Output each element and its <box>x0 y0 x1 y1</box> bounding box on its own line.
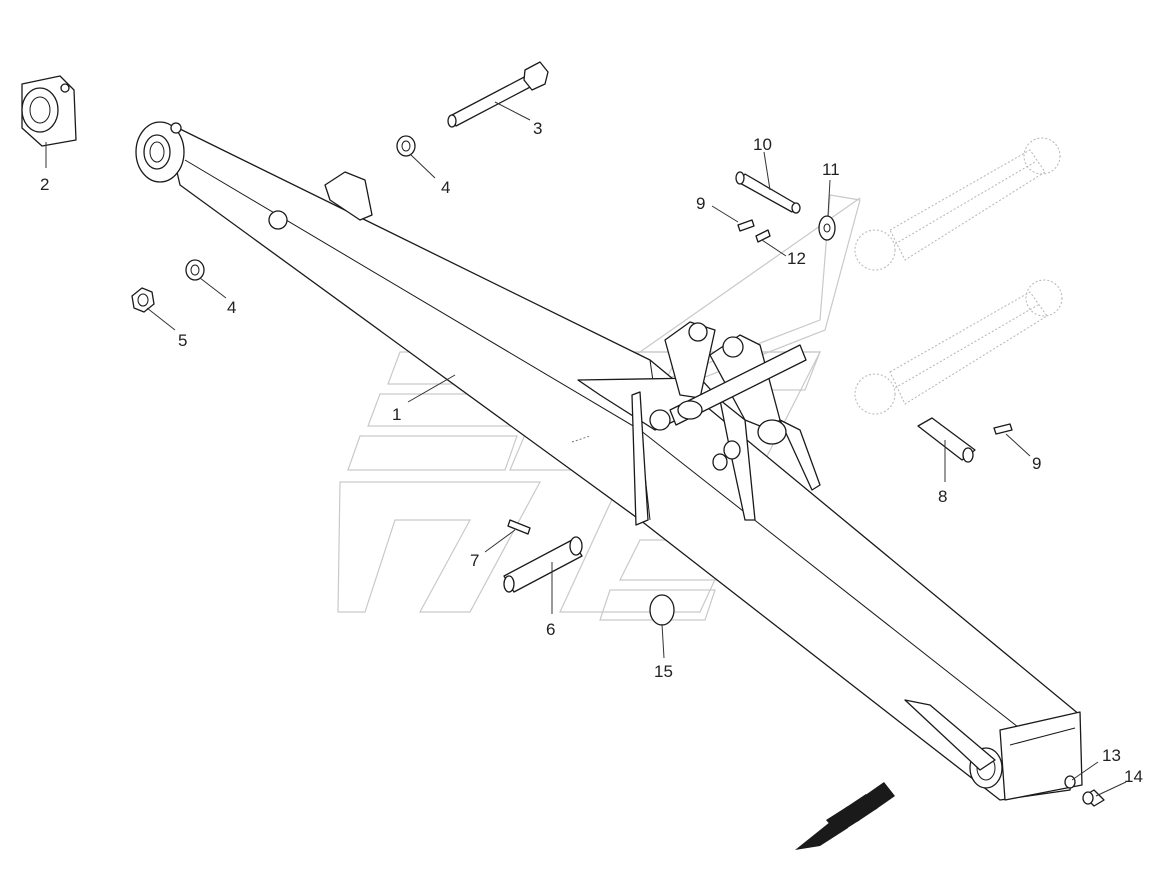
callout-10: 10 <box>753 135 772 154</box>
pin-large <box>503 536 583 593</box>
cotter-pin-7 <box>507 519 531 535</box>
callout-14: 14 <box>1124 767 1143 786</box>
nut <box>131 287 155 313</box>
callout-4-lower: 4 <box>227 298 236 317</box>
cotter-pin-9a <box>737 219 755 232</box>
callout-9-lower: 9 <box>1032 454 1041 473</box>
callout-labels: 1 2 3 4 4 5 6 7 8 9 9 10 11 12 13 14 15 <box>40 119 1143 786</box>
callout-4-upper: 4 <box>441 178 450 197</box>
callout-13: 13 <box>1102 746 1121 765</box>
washer-11 <box>818 215 836 241</box>
leader-lines <box>45 101 1127 797</box>
callout-1: 1 <box>392 405 401 424</box>
callout-12: 12 <box>787 249 806 268</box>
cotter-pin-9b <box>993 423 1013 435</box>
hole-marker <box>571 435 591 443</box>
washer-upper <box>396 135 416 157</box>
cover-disc <box>649 594 675 626</box>
pin-medium <box>917 417 976 463</box>
boom-arm <box>135 121 1083 801</box>
callout-6: 6 <box>546 620 555 639</box>
callout-3: 3 <box>533 119 542 138</box>
ghost-cylinder-lower <box>854 279 1063 415</box>
callout-15: 15 <box>654 662 673 681</box>
washer-13 <box>1064 775 1076 789</box>
ghost-cylinder-upper <box>854 137 1061 271</box>
bolt-long <box>447 61 549 128</box>
direction-arrow-icon <box>795 782 895 850</box>
pin-12 <box>755 229 771 243</box>
bolt-14 <box>1082 789 1105 807</box>
washer-lower <box>185 259 205 281</box>
callout-5: 5 <box>178 331 187 350</box>
bearing-housing <box>21 75 77 147</box>
pin-small <box>735 171 801 214</box>
callout-2: 2 <box>40 175 49 194</box>
callout-8: 8 <box>938 487 947 506</box>
callout-9-upper: 9 <box>696 194 705 213</box>
callout-7: 7 <box>470 551 479 570</box>
callout-11: 11 <box>822 160 840 179</box>
